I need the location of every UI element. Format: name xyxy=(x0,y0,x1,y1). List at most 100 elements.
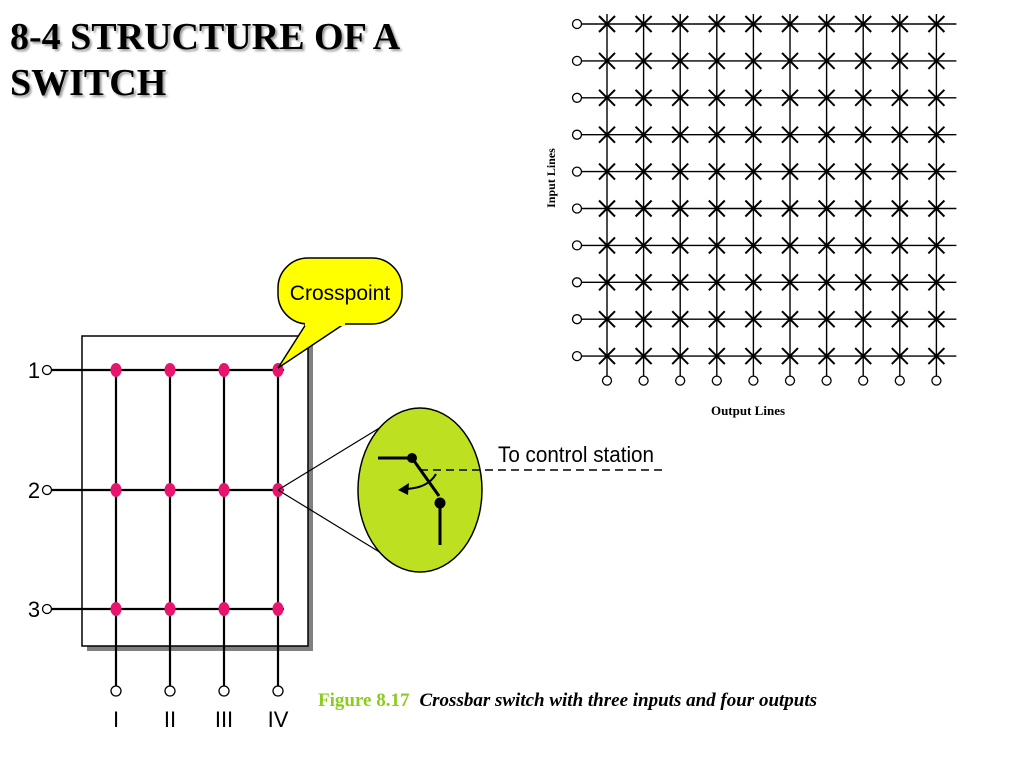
crosspoint-x xyxy=(671,199,689,218)
output-terminal xyxy=(218,685,230,697)
crosspoint-x xyxy=(744,125,763,144)
crosspoint-x xyxy=(781,15,799,33)
crosspoint-x xyxy=(927,199,946,218)
crosspoint-x xyxy=(744,89,763,107)
crosspoint-x xyxy=(854,347,872,365)
crosspoint-x xyxy=(598,236,616,255)
output-label: II xyxy=(164,707,176,732)
crosspoint-x xyxy=(708,162,726,181)
caption-label: Figure 8.17 xyxy=(318,690,410,711)
crosspoint-x xyxy=(634,347,653,365)
crosspoint-x xyxy=(817,89,836,107)
large-crossbar-grid xyxy=(571,14,957,386)
crosspoint-x xyxy=(927,162,946,181)
crosspoint-x xyxy=(891,162,909,181)
output-terminal xyxy=(601,375,613,386)
crosspoint-x xyxy=(927,52,946,70)
crosspoint-x xyxy=(817,273,836,292)
crosspoint-x xyxy=(817,15,836,33)
crosspoint-x xyxy=(744,199,763,218)
crosspoint-x xyxy=(854,273,872,292)
crosspoint-x xyxy=(854,89,872,107)
input-terminal xyxy=(571,55,583,67)
output-label: III xyxy=(215,707,233,732)
crosspoint-x xyxy=(598,199,616,218)
crosspoint-x xyxy=(634,125,653,144)
output-terminal xyxy=(931,375,942,386)
crosspoint-x xyxy=(817,125,836,144)
output-terminal xyxy=(894,375,905,386)
crosspoint-x xyxy=(817,52,836,70)
output-terminal xyxy=(272,685,284,697)
input-terminal xyxy=(571,129,583,140)
crosspoint-x xyxy=(854,125,872,144)
crosspoint-x xyxy=(671,89,689,107)
output-terminal xyxy=(711,375,722,386)
crosspoint-callout: Crosspoint xyxy=(277,257,403,369)
crosspoint-x xyxy=(891,52,909,70)
control-station-label: To control station xyxy=(498,442,654,467)
crosspoint-dot xyxy=(218,483,230,497)
crosspoint-x xyxy=(854,236,872,255)
crosspoint-x xyxy=(634,273,653,292)
crosspoint-x xyxy=(781,89,799,107)
crosspoint-x xyxy=(781,125,799,144)
crosspoint-x xyxy=(634,236,653,255)
output-terminal xyxy=(110,685,122,697)
crosspoint-x xyxy=(598,273,616,292)
crosspoint-x xyxy=(744,236,763,255)
input-terminal xyxy=(571,203,583,214)
crosspoint-x xyxy=(708,199,726,218)
crosspoint-x xyxy=(598,162,616,181)
crosspoint-x xyxy=(891,310,909,328)
output-terminal xyxy=(858,375,869,386)
crosspoint-x xyxy=(891,125,909,144)
crosspoint-x xyxy=(671,162,689,181)
crosspoint-x xyxy=(671,273,689,292)
crosspoint-x xyxy=(744,310,763,328)
output-terminal xyxy=(784,375,796,386)
output-label: I xyxy=(113,707,119,732)
input-terminal xyxy=(571,240,583,251)
input-terminal xyxy=(571,277,583,288)
crosspoint-x xyxy=(891,199,909,218)
crosspoint-x xyxy=(927,89,946,107)
crosspoint-x xyxy=(634,89,653,107)
input-terminal xyxy=(571,166,583,177)
input-label: 1 xyxy=(28,358,40,383)
input-label: 2 xyxy=(28,478,40,503)
crosspoint-x xyxy=(781,347,799,365)
crosspoint-x xyxy=(817,199,836,218)
crosspoint-x xyxy=(708,15,726,33)
output-terminal xyxy=(638,375,649,386)
crosspoint-x xyxy=(744,52,763,70)
input-terminal xyxy=(571,92,583,103)
crosspoint-x xyxy=(708,310,726,328)
input-terminal xyxy=(41,603,53,615)
crosspoint-dot xyxy=(164,602,176,616)
crosspoint-x xyxy=(854,52,872,70)
input-terminal xyxy=(571,350,583,362)
crosspoint-x xyxy=(854,310,872,328)
crosspoint-x xyxy=(781,52,799,70)
output-lines-label: Output Lines xyxy=(711,403,785,418)
crosspoint-x xyxy=(598,310,616,328)
crosspoint-x xyxy=(781,310,799,328)
crosspoint-x xyxy=(817,236,836,255)
crosspoint-magnifier xyxy=(277,407,665,573)
crosspoint-dot xyxy=(110,363,122,377)
crosspoint-x xyxy=(891,236,909,255)
crosspoint-x xyxy=(744,15,763,33)
crosspoint-label: Crosspoint xyxy=(290,282,391,305)
crosspoint-x xyxy=(891,89,909,107)
crosspoint-x xyxy=(708,89,726,107)
crosspoint-dot xyxy=(272,602,284,616)
crosspoint-x xyxy=(708,273,726,292)
input-terminal xyxy=(41,364,53,376)
crosspoint-x xyxy=(781,273,799,292)
crosspoint-x xyxy=(744,347,763,365)
crosspoint-x xyxy=(781,162,799,181)
